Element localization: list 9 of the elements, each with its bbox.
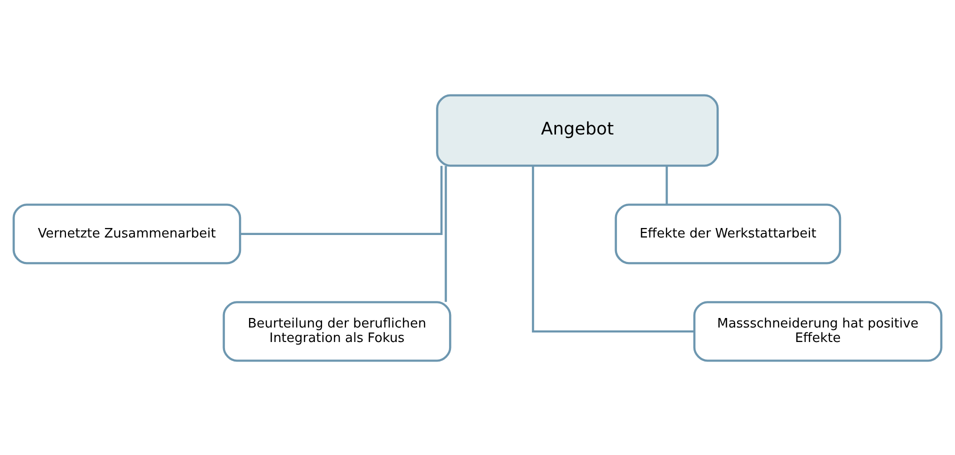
node-box: Massschneiderung hat positive Effekte (693, 300, 942, 362)
connector (240, 165, 443, 235)
node-box: Angebot (436, 94, 719, 166)
node-box: Vernetzte Zusammenarbeit (12, 203, 242, 264)
connector (532, 165, 694, 332)
connector (444, 165, 447, 302)
connector (666, 165, 668, 204)
node-box: Beurteilung der beruflichen Integration als Fokus (222, 300, 452, 362)
node-box: Effekte der Werkstattarbeit (614, 203, 842, 264)
